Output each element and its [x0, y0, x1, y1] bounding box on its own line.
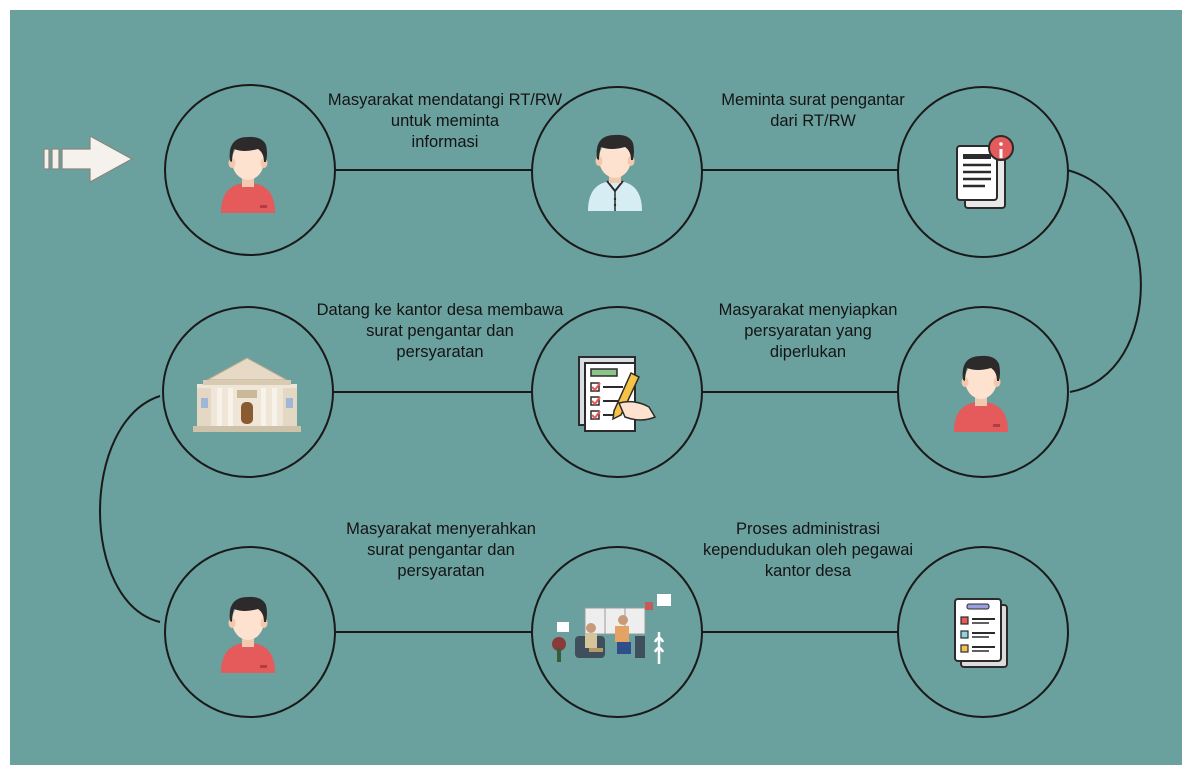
step-node-7 [164, 546, 336, 718]
step-2-caption: Meminta surat pengantar dari RT/RW [721, 91, 905, 130]
connectors [99, 169, 1142, 633]
connector-3-4 [1066, 169, 1142, 393]
step-node-9 [897, 546, 1069, 718]
step-node-5 [531, 306, 703, 478]
step-4-caption: Masyarakat menyiapkan persyaratan yang d… [718, 301, 898, 361]
start-arrow-icon [43, 134, 134, 184]
connector-6-7 [99, 395, 161, 623]
step-1-caption: Masyarakat mendatangi RT/RW untuk memint… [327, 91, 563, 151]
step-node-1 [164, 84, 336, 256]
flow-diagram: Masyarakat mendatangi RT/RW untuk memint… [10, 10, 1182, 765]
document-list-icon [954, 598, 1008, 668]
step-node-8 [531, 546, 703, 718]
step-7-caption: Masyarakat menyerahkan surat pengantar d… [346, 520, 536, 580]
document-info-icon [955, 134, 1015, 210]
step-node-3 [897, 86, 1069, 258]
step-8-caption: Proses administrasi kependudukan oleh pe… [702, 520, 914, 580]
step-5-caption: Datang ke kantor desa membawa surat peng… [316, 301, 564, 361]
diagram-svg [43, 84, 1142, 718]
step-node-6 [162, 306, 334, 478]
step-node-4 [897, 306, 1069, 478]
step-node-2 [531, 86, 703, 258]
